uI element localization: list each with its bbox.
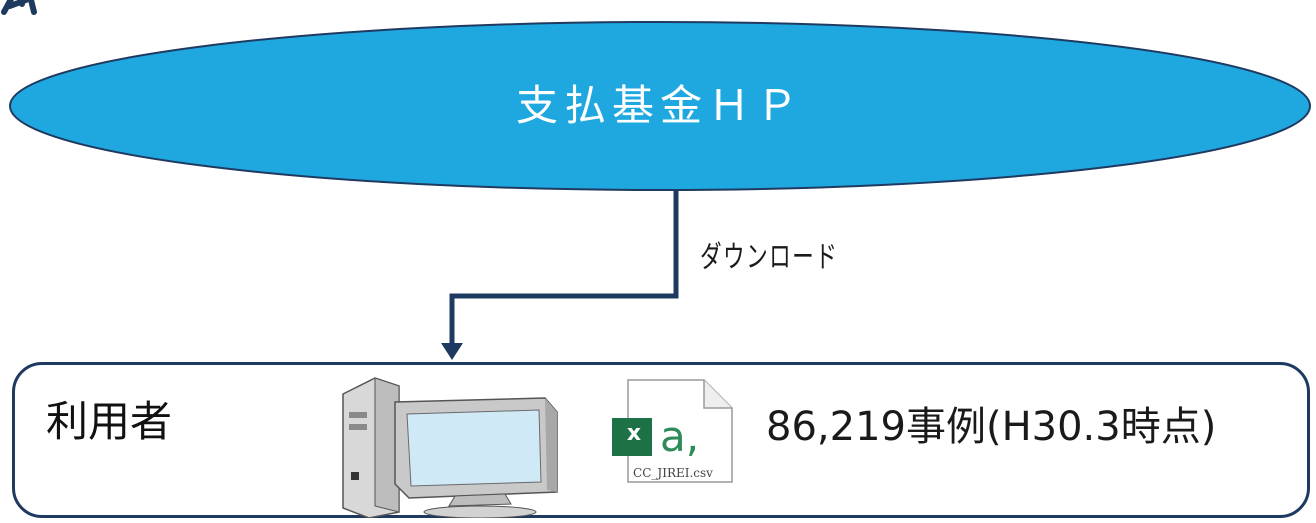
excel-csv-file-icon [612, 379, 733, 483]
user-area-label: 利用者 [46, 397, 173, 446]
download-connector [449, 190, 679, 346]
user-area-box [12, 362, 1310, 518]
hp-cloud-label: 支払基金ＨＰ [515, 81, 804, 130]
excel-badge-letter: x [626, 421, 642, 446]
case-count-label: 86,219事例(H30.3時点) [766, 404, 1217, 450]
desktop-computer-icon [342, 377, 558, 518]
file-glyph: a, [660, 412, 700, 461]
file-name-label: CC_JIREI.csv [633, 466, 713, 480]
hp-cloud-shape [9, 21, 1311, 191]
cut-off-title-glyph [1, 0, 37, 15]
download-label: ダウンロード [700, 240, 839, 275]
download-arrowhead [441, 343, 463, 360]
